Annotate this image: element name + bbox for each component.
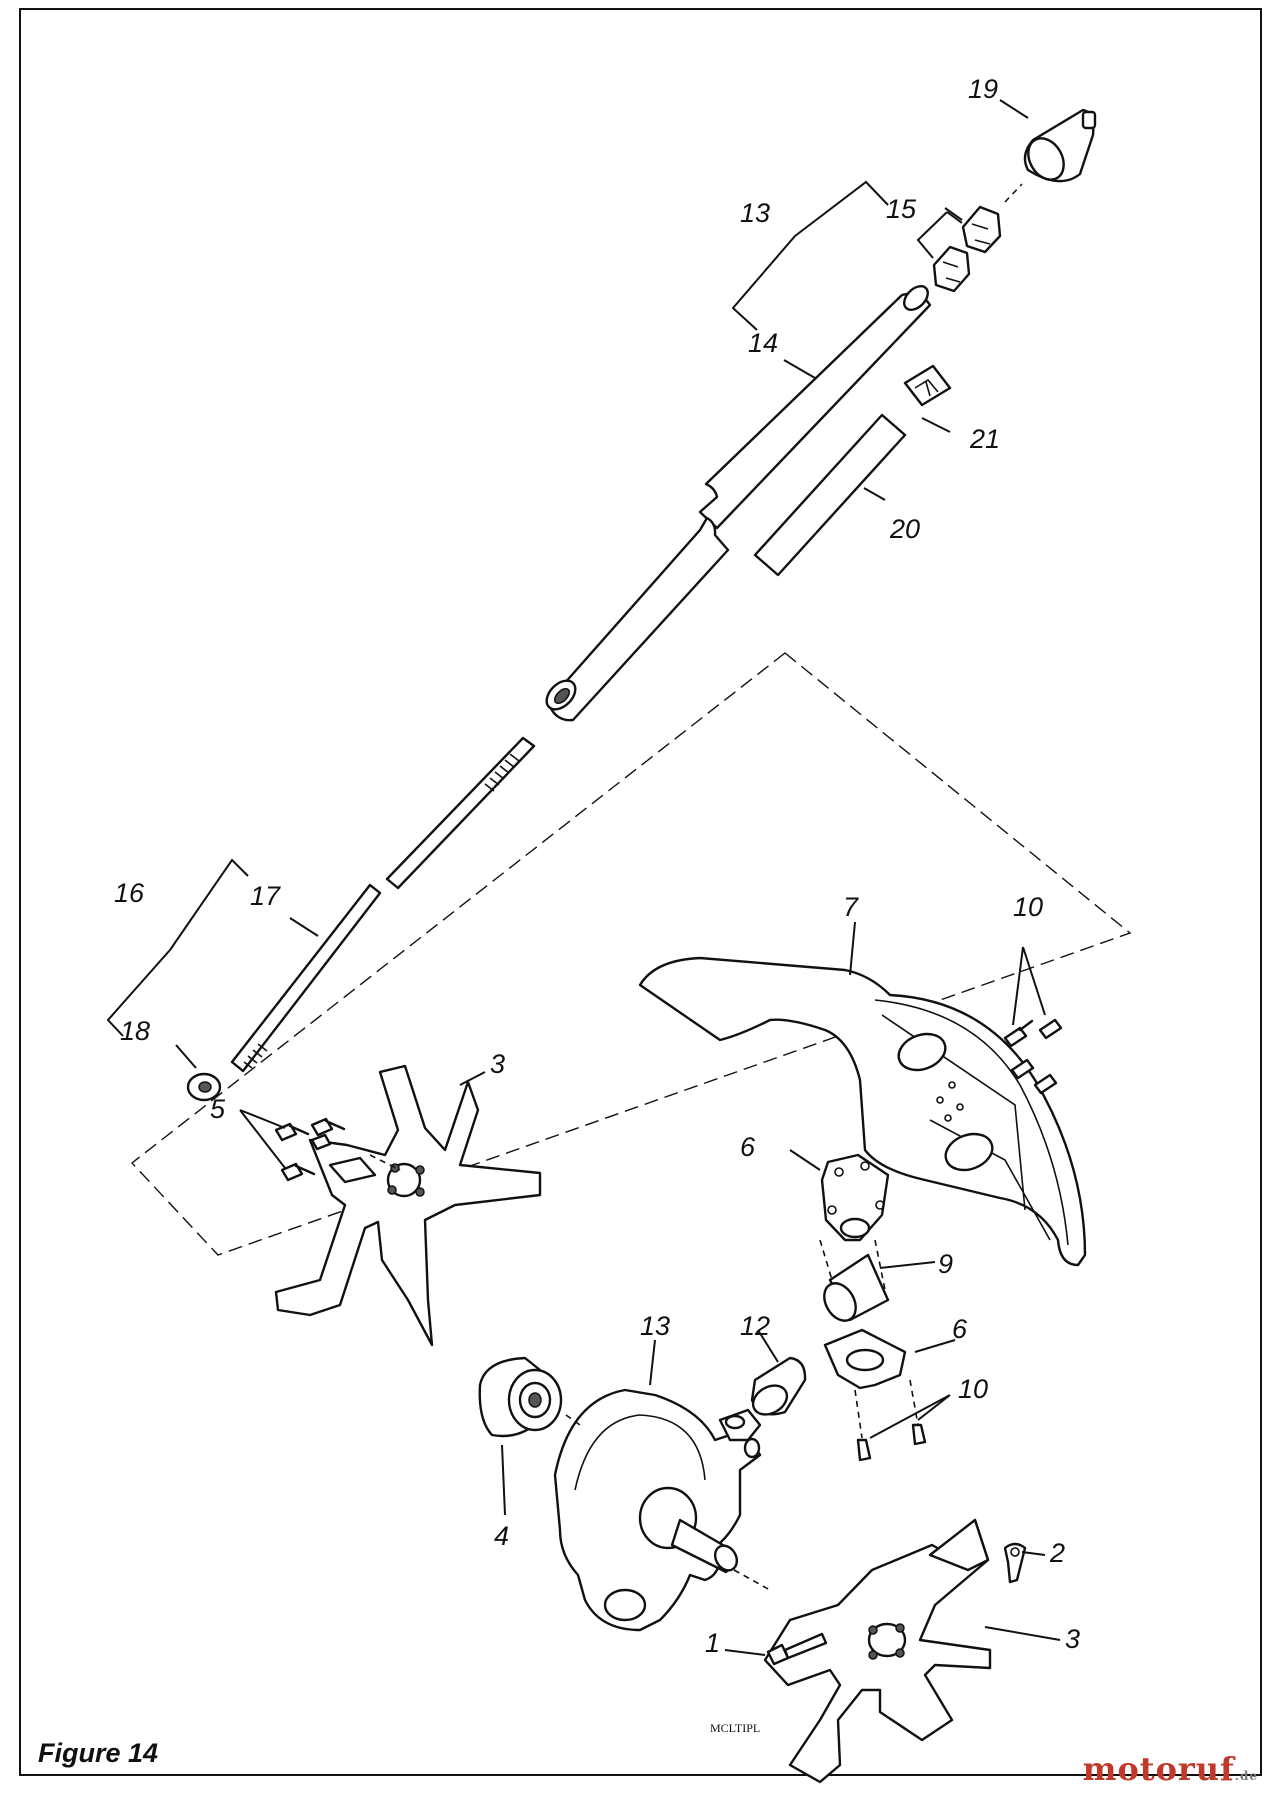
part-11-screws: [1003, 1018, 1063, 1095]
part-21-decal-strip: [753, 413, 907, 577]
callout-11: 10: [1013, 892, 1043, 922]
callout-4: 4: [494, 1521, 509, 1551]
part-19-washer: [186, 1072, 222, 1102]
callout-3-bottom: 3: [1065, 1624, 1080, 1654]
subassembly-boundary: [130, 652, 1132, 1256]
callout-1: 1: [705, 1628, 720, 1658]
part-7-shield-bracket: [820, 1153, 890, 1242]
diagram-frame: [19, 8, 1262, 1776]
callout-5: 5: [210, 1094, 226, 1124]
drawing-code: MCLTIPL: [710, 1721, 760, 1735]
callout-18: 17: [250, 881, 281, 911]
callout-13: 13: [640, 1311, 670, 1341]
callout-10: 10: [958, 1374, 988, 1404]
figure-title: Figure 14: [38, 1738, 158, 1768]
callout-labels: 19 15 13 14 21 20 16 17 18 7 10 6 3 5 9 …: [114, 74, 1080, 1658]
part-18-drive-shaft: [230, 736, 536, 1073]
part-15-lower-tube: [545, 516, 730, 722]
part-15-upper-tube: [698, 285, 932, 530]
part-9-sleeve: [823, 1253, 890, 1322]
callout-15: 14: [748, 328, 778, 358]
callout-12: 12: [740, 1311, 770, 1341]
part-16-coupler-upper: [961, 205, 1002, 254]
part-16-coupler-lower: [932, 245, 971, 293]
part-12-bushing: [750, 1356, 807, 1416]
part-8-tine-shield: [638, 956, 1087, 1267]
part-2-clip: [1003, 1542, 1027, 1584]
callout-17: 16: [114, 878, 145, 908]
watermark-text: motoruf: [1082, 1750, 1235, 1788]
callout-7: 6: [740, 1132, 756, 1162]
callout-6: 6: [952, 1314, 968, 1344]
callout-21: 20: [889, 514, 920, 544]
callout-8: 7: [843, 892, 859, 922]
callout-9: 9: [938, 1249, 953, 1279]
callout-19: 18: [120, 1016, 150, 1046]
part-6-lower-bracket: [823, 1328, 907, 1390]
watermark-suffix: .de: [1234, 1769, 1258, 1783]
part-3-tine-right: [763, 1518, 992, 1784]
part-22-warning-label: [903, 364, 952, 407]
part-1-bolt: [766, 1632, 828, 1666]
callout-2: 2: [1049, 1538, 1065, 1568]
callout-16: 15: [886, 194, 917, 224]
callout-14: 13: [740, 198, 770, 228]
part-13-gearbox: [553, 1388, 762, 1632]
part-10-screws: [854, 1379, 927, 1462]
part-4-hub: [478, 1356, 563, 1438]
leader-lines: [106, 99, 1061, 1656]
part-5-bolts: [274, 1117, 346, 1182]
callout-3-top: 3: [490, 1049, 505, 1079]
callout-20: 19: [968, 74, 998, 104]
callout-22: 21: [969, 424, 1000, 454]
part-20-end-cap: [1023, 108, 1097, 183]
watermark-logo: motoruf.de: [1083, 1750, 1258, 1788]
part-3-tine-left: [274, 1064, 542, 1347]
